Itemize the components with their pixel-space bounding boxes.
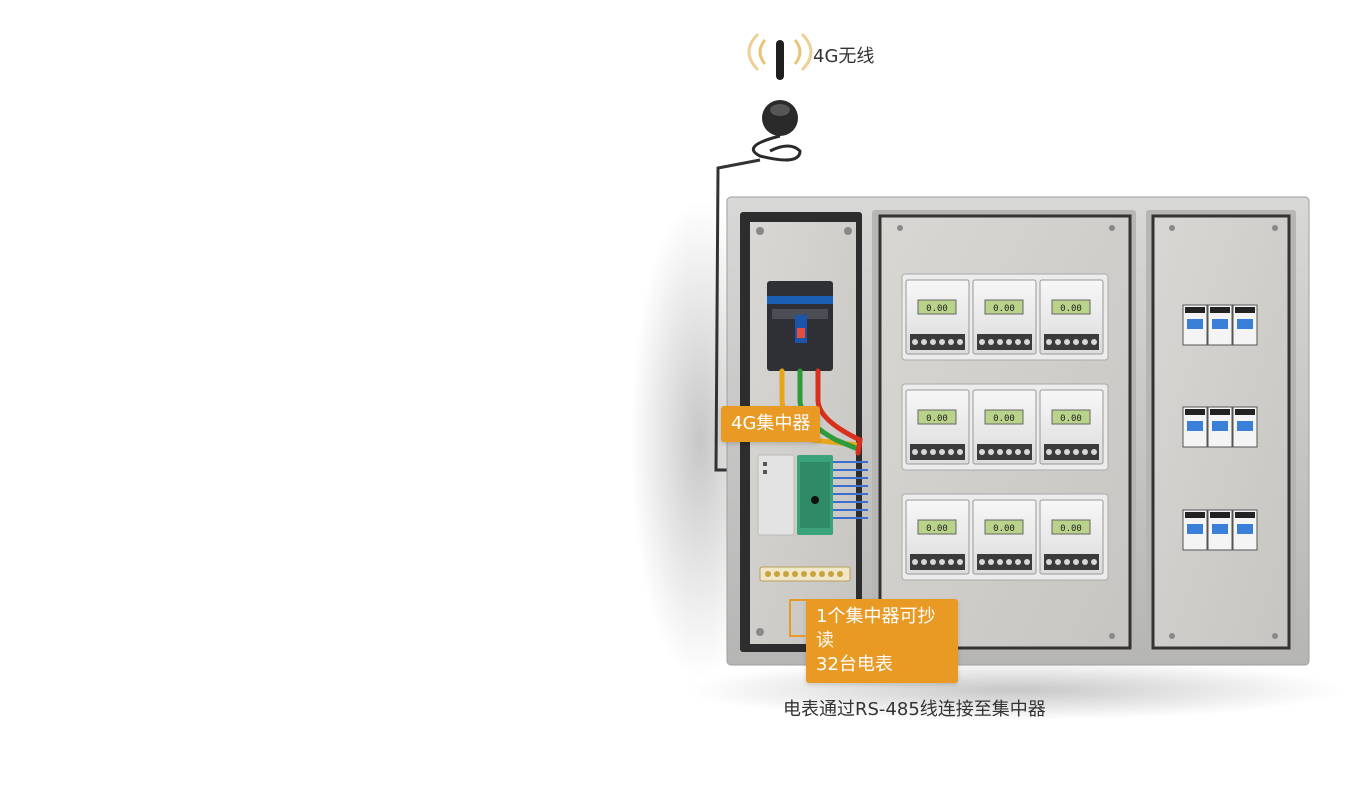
energy-meter: 0.00 [905, 389, 970, 465]
terminal-pin [801, 571, 807, 577]
energy-meter: 0.00 [905, 499, 970, 575]
terminal-pin [783, 571, 789, 577]
breaker-group [1182, 304, 1258, 346]
terminal-pin [819, 571, 825, 577]
concentrator-device [757, 454, 833, 536]
meter-reading: 0.00 [926, 524, 948, 534]
antenna-icon [714, 32, 813, 472]
meter-grid: 0.00 0.00 0.00 0.00 0.00 0.00 0.00 0.00 0.00 [901, 273, 1109, 581]
capacity-callout: 1个集中器可抄读 32台电表 [806, 599, 958, 683]
capacity-line-1: 1个集中器可抄读 [816, 606, 936, 651]
meter-row: 0.00 0.00 0.00 [901, 493, 1109, 581]
terminal-pin [792, 571, 798, 577]
meter-row: 0.00 0.00 0.00 [901, 273, 1109, 361]
callout-connector [789, 599, 808, 637]
breaker-group [1182, 509, 1258, 551]
meter-row: 0.00 0.00 0.00 [901, 383, 1109, 471]
meter-reading: 0.00 [1060, 524, 1082, 534]
terminal-pin [828, 571, 834, 577]
meter-reading: 0.00 [993, 414, 1015, 424]
terminal-pin [765, 571, 771, 577]
energy-meter: 0.00 [1039, 279, 1104, 355]
concentrator-callout: 4G集中器 [721, 406, 821, 442]
power-wire [815, 368, 863, 456]
terminal-strip [759, 566, 851, 582]
branch-breakers [1182, 304, 1258, 551]
energy-meter: 0.00 [905, 279, 970, 355]
wireless-label: 4G无线 [813, 46, 875, 67]
energy-meter: 0.00 [1039, 389, 1104, 465]
meter-reading: 0.00 [1060, 414, 1082, 424]
main-breaker [767, 281, 833, 371]
meter-reading: 0.00 [993, 304, 1015, 314]
terminal-pin [837, 571, 843, 577]
meter-reading: 0.00 [993, 524, 1015, 534]
meter-reading: 0.00 [926, 414, 948, 424]
energy-meter: 0.00 [972, 279, 1037, 355]
capacity-line-2: 32台电表 [816, 654, 893, 675]
energy-meter: 0.00 [972, 389, 1037, 465]
terminal-pin [810, 571, 816, 577]
terminal-pin [774, 571, 780, 577]
energy-meter: 0.00 [972, 499, 1037, 575]
breaker-group [1182, 406, 1258, 448]
meter-reading: 0.00 [1060, 304, 1082, 314]
diagram-caption: 电表通过RS-485线连接至集中器 [783, 699, 1046, 720]
meter-reading: 0.00 [926, 304, 948, 314]
energy-meter: 0.00 [1039, 499, 1104, 575]
